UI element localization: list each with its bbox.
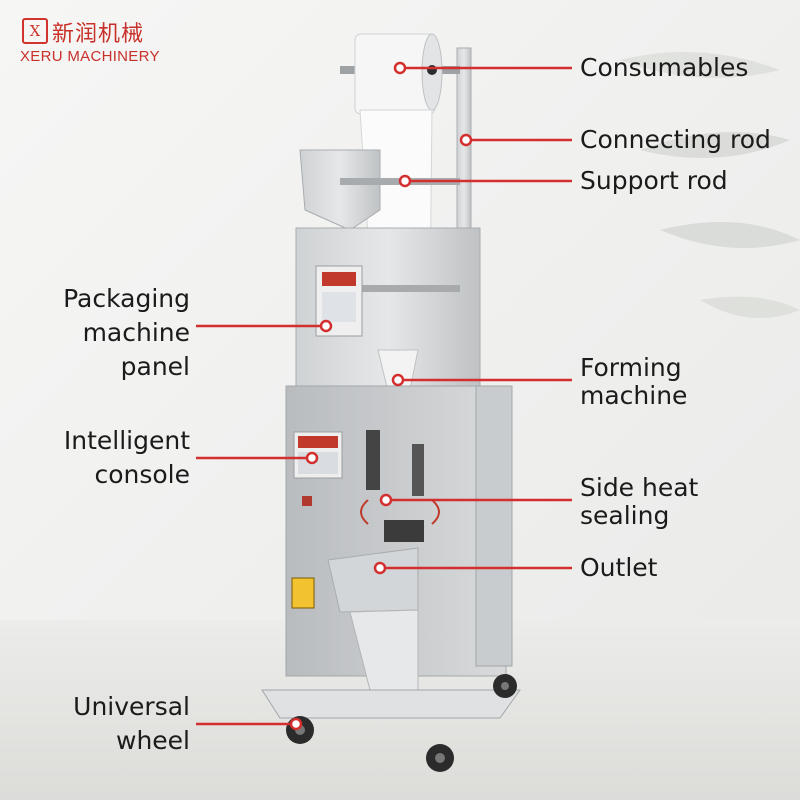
callout-dots — [289, 61, 473, 731]
dot-consumables — [393, 61, 407, 75]
dot-support-rod — [398, 174, 412, 188]
label-outlet: Outlet — [580, 553, 658, 582]
label-forming-machine-line2: machine — [580, 381, 688, 410]
dot-forming-machine — [391, 373, 405, 387]
side-panel — [475, 385, 513, 667]
label-intelligent-console: Intelligent console — [20, 424, 190, 492]
sealing-jaw-right — [412, 444, 424, 496]
upper-panel-keys — [322, 292, 356, 322]
label-universal-wheel: Universal wheel — [20, 690, 190, 758]
label-packaging-panel-line3: panel — [120, 352, 190, 381]
hopper — [299, 149, 381, 231]
label-consumables: Consumables — [580, 53, 749, 82]
label-connecting-rod: Connecting rod — [580, 125, 771, 154]
label-forming-machine-line1: Forming — [580, 353, 682, 382]
label-forming-machine: Forming machine — [580, 354, 687, 410]
dot-universal-wheel — [289, 717, 303, 731]
roll-hub — [427, 65, 437, 75]
label-side-heat-sealing-line1: Side heat — [580, 473, 699, 502]
callout-lines — [196, 66, 572, 726]
warning-sticker — [291, 577, 315, 609]
label-side-heat-sealing: Side heat sealing — [580, 474, 698, 530]
brand-name-cn: 新润机械 — [52, 22, 145, 47]
console-keys — [298, 452, 338, 474]
label-packaging-panel-line1: Packaging — [63, 284, 190, 313]
wheel-hub — [435, 753, 445, 763]
label-universal-wheel-line2: wheel — [116, 726, 190, 755]
label-intelligent-console-line2: console — [94, 460, 190, 489]
label-side-heat-sealing-line2: sealing — [580, 501, 670, 530]
brand-name-en: XERU MACHINERY — [20, 48, 160, 65]
brand-logo: X 新润机械 XERU MACHINERY — [18, 14, 168, 70]
label-intelligent-console-line1: Intelligent — [63, 426, 190, 455]
dot-side-heat-sealing — [379, 493, 393, 507]
console-display — [298, 436, 338, 448]
dot-connecting-rod — [459, 133, 473, 147]
wheel-hub — [501, 682, 509, 690]
label-packaging-panel: Packaging machine panel — [20, 282, 190, 384]
dot-intelligent-console — [305, 451, 319, 465]
base-platform — [261, 689, 521, 719]
logo-mark-icon: X — [22, 18, 48, 44]
cross-rod — [355, 285, 460, 292]
label-packaging-panel-line2: machine — [82, 318, 190, 347]
seal-block — [384, 520, 424, 542]
foliage-shadow — [620, 52, 800, 318]
label-universal-wheel-line1: Universal — [73, 692, 190, 721]
label-support-rod: Support rod — [580, 166, 728, 195]
sealing-jaw-left — [366, 430, 380, 490]
upper-panel-display — [322, 272, 356, 286]
heater-wires — [360, 499, 440, 525]
dot-packaging-panel — [319, 319, 333, 333]
power-switch — [302, 496, 312, 506]
dot-outlet — [373, 561, 387, 575]
